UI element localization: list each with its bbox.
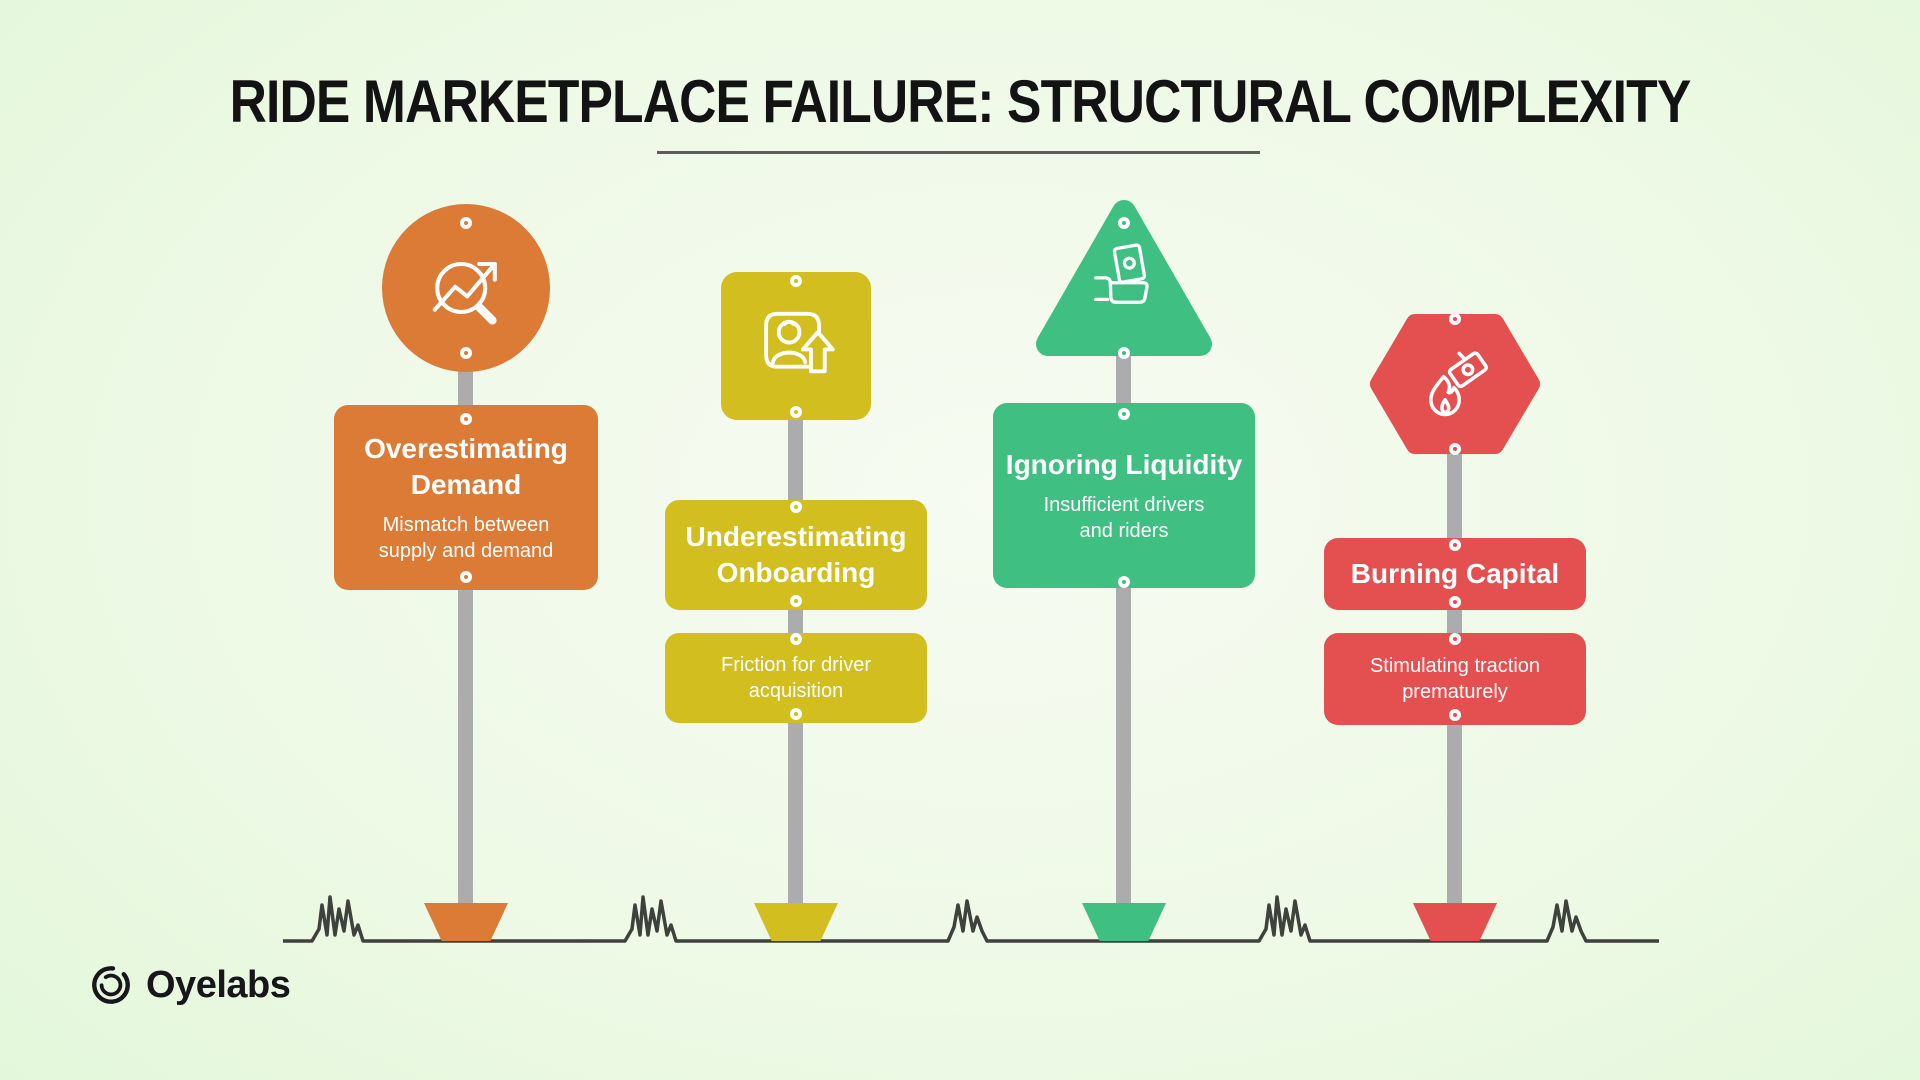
screw-dot [460, 347, 472, 359]
sign-title: Ignoring Liquidity [1005, 448, 1243, 480]
chart-magnifier-icon [432, 261, 497, 325]
screw-dot [790, 595, 802, 607]
sign-subtitle: Mismatch between supply and demand [378, 514, 554, 563]
sign-pole [1116, 300, 1131, 941]
sign-pole [788, 350, 803, 941]
title-underline [657, 151, 1260, 154]
sign-pole [458, 300, 473, 941]
sign-card: Ignoring Liquidity Insufficient drivers … [993, 403, 1255, 588]
screw-dot [1449, 443, 1461, 455]
sign-card-subtitle: Friction for driver acquisition [665, 633, 927, 723]
screw-dot [1449, 633, 1461, 645]
sign-title: Underestimating Onboarding [685, 521, 907, 588]
sign-card-subtitle: Stimulating traction prematurely [1324, 633, 1586, 725]
screw-dot [790, 406, 802, 418]
screw-dot [790, 275, 802, 287]
brand-footer: Oyelabs [88, 962, 291, 1008]
screw-dot [1449, 313, 1461, 325]
hexagon-sign [1370, 314, 1540, 454]
screw-dot [1449, 539, 1461, 551]
screw-dot [790, 708, 802, 720]
sign-card: Overestimating Demand Mismatch between s… [334, 405, 598, 590]
square-sign [721, 272, 871, 420]
sign-title: Overestimating Demand [364, 432, 568, 500]
screw-dot [1449, 596, 1461, 608]
burning-banknote-icon [1429, 351, 1488, 417]
sign-subtitle: Stimulating traction prematurely [1369, 655, 1541, 703]
hand-holding-money-icon [1094, 243, 1149, 304]
screw-dot [460, 413, 472, 425]
screw-dot [790, 501, 802, 513]
screw-dot [1118, 217, 1130, 229]
screw-dot [460, 217, 472, 229]
oyelabs-logo-icon [92, 966, 130, 1004]
circle-sign [382, 204, 550, 372]
triangle-sign [1036, 200, 1212, 356]
screw-dot [1118, 347, 1130, 359]
screw-dot [790, 633, 802, 645]
screw-dot [460, 571, 472, 583]
screw-dot [1118, 408, 1130, 420]
sign-subtitle: Friction for driver acquisition [720, 654, 872, 702]
screw-dot [1449, 709, 1461, 721]
sign-subtitle: Insufficient drivers and riders [1043, 494, 1205, 543]
sign-title: Burning Capital [1350, 558, 1560, 590]
ground-line [283, 895, 1659, 943]
driver-profile-upload-icon [764, 311, 835, 374]
screw-dot [1118, 576, 1130, 588]
oyelabs-wordmark: Oyelabs [146, 963, 291, 1006]
sign-card-title: Underestimating Onboarding [665, 500, 927, 610]
page-title: RIDE MARKETPLACE FAILURE: STRUCTURAL COM… [229, 68, 1692, 135]
sign-card-title: Burning Capital [1324, 538, 1586, 610]
sign-pole [1447, 380, 1462, 941]
